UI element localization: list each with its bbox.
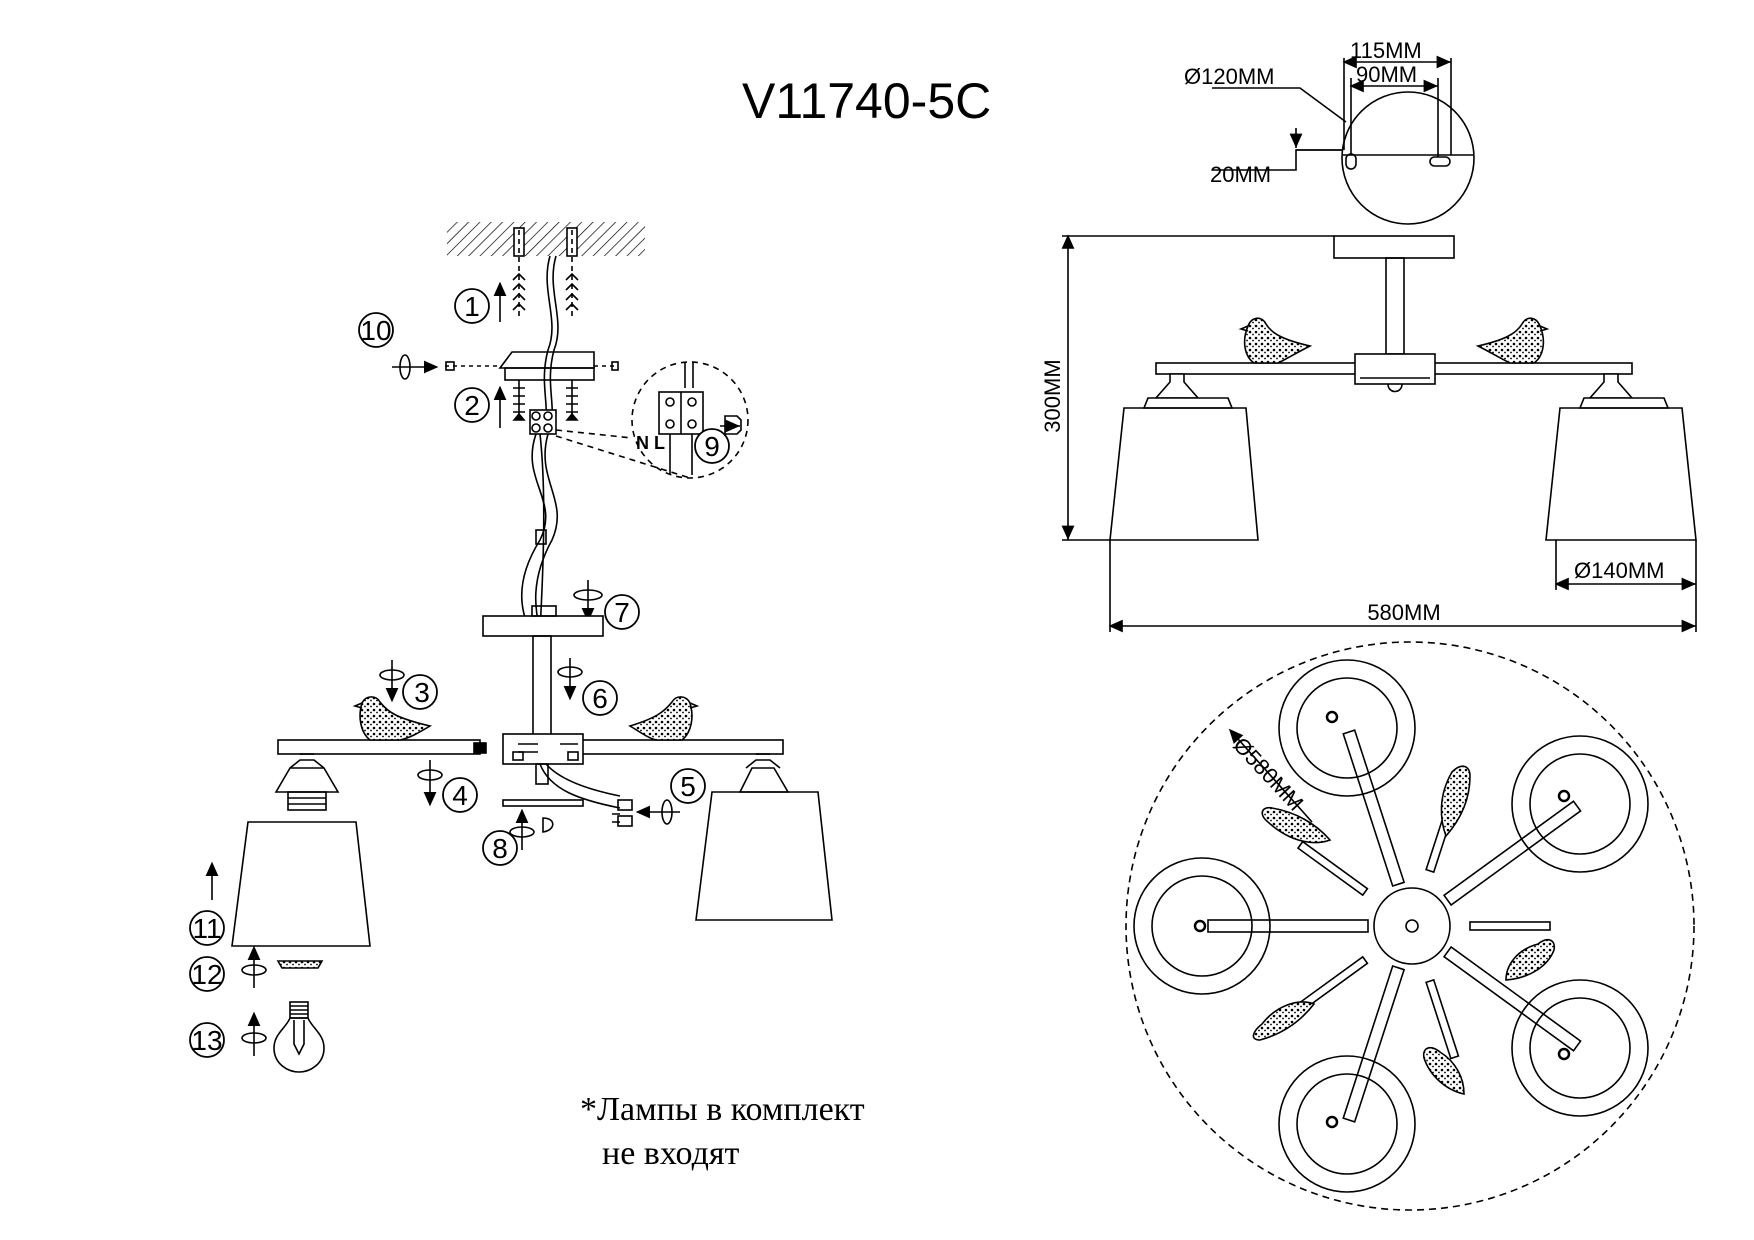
step-9-circle [694,428,730,464]
step-6: 6 [592,683,608,714]
ceiling-plate-circle [1341,91,1475,225]
step-4: 4 [452,780,468,811]
step-12: 12 [191,959,222,990]
step-5: 5 [680,771,696,802]
exploded-assembly: N L [205,222,833,1073]
side-stem [1385,257,1405,355]
light-bulb [273,1001,325,1073]
step-8: 8 [492,833,508,864]
step-10: 10 [360,315,391,346]
ceiling [447,222,645,256]
left-lampholder [274,753,340,811]
note-line-2: не входят [602,1135,740,1172]
step-13: 13 [191,1025,222,1056]
bracket-screws [512,380,579,421]
left-bird [352,696,433,741]
step-4-circle [442,777,478,813]
right-bird [628,696,700,741]
left-shade [231,821,371,947]
step-8-circle [482,830,518,866]
plate-diameter: Ø120MM [1184,64,1274,89]
terminal-neutral-label: N [636,433,649,453]
step-11: 11 [192,913,221,944]
top-shades [1133,659,1649,1193]
mounting-plate-view [1212,55,1475,225]
top-view-outline [1125,641,1695,1211]
step-2: 2 [464,390,480,421]
shade-diameter: Ø140MM [1574,558,1664,583]
step-11-circle [189,910,225,946]
step-numbers: 1 2 3 4 5 6 7 8 9 10 11 12 13 [191,291,719,1056]
step-3: 3 [414,677,430,708]
mounting-bracket [445,351,619,381]
step-7: 7 [614,597,630,628]
side-dimension-labels: 580MM Ø140MM 300MM [1040,359,1664,625]
terminal-zoom-detail [658,362,742,475]
hole-spacing-outer: 115MM [1350,38,1422,63]
hole-spacing-inner: 90MM [1356,62,1417,87]
step-callouts [189,288,730,1058]
terminal-zoom-circle [631,361,749,479]
bulbs-not-included-note: *Лампы в комплект не входят [580,1088,865,1176]
step-13-circle [189,1022,225,1058]
canopy [482,615,604,637]
step-2-circle [454,387,490,423]
step-6-circle [582,680,618,716]
step-1-circle [454,288,490,324]
overall-height: 300MM [1040,359,1065,432]
step-10-circle [358,312,394,348]
step-7-circle [604,594,640,630]
side-left-shade [1109,407,1259,541]
right-arm [579,739,784,755]
top-arms [1207,729,1582,1123]
side-right-shade [1545,407,1697,541]
note-line-1: *Лампы в комплект [580,1091,865,1128]
side-left-bird [1243,317,1313,364]
step-3-circle [402,674,438,710]
wall-plugs [512,230,579,320]
top-hub [1373,887,1451,965]
terminal-live-label: L [654,433,665,453]
step-1: 1 [464,291,480,322]
right-shade [695,791,833,921]
terminal-block [529,409,557,435]
left-arm [277,739,481,755]
step-9: 9 [704,431,720,462]
step-12-circle [189,956,225,992]
overall-width: 580MM [1367,600,1440,625]
stem [532,635,552,739]
side-right-bird [1475,317,1545,364]
model-title: V11740-5C [742,73,992,129]
right-lampholder [738,753,790,793]
side-canopy [1333,235,1455,259]
top-birds [1252,765,1556,1095]
plate-offset: 20MM [1210,162,1271,187]
side-view [1061,234,1697,633]
plate-dimension-labels: 115MM 90MM Ø120MM 20MM [1184,38,1422,187]
step-5-circle [670,768,706,804]
top-view [1125,641,1695,1211]
